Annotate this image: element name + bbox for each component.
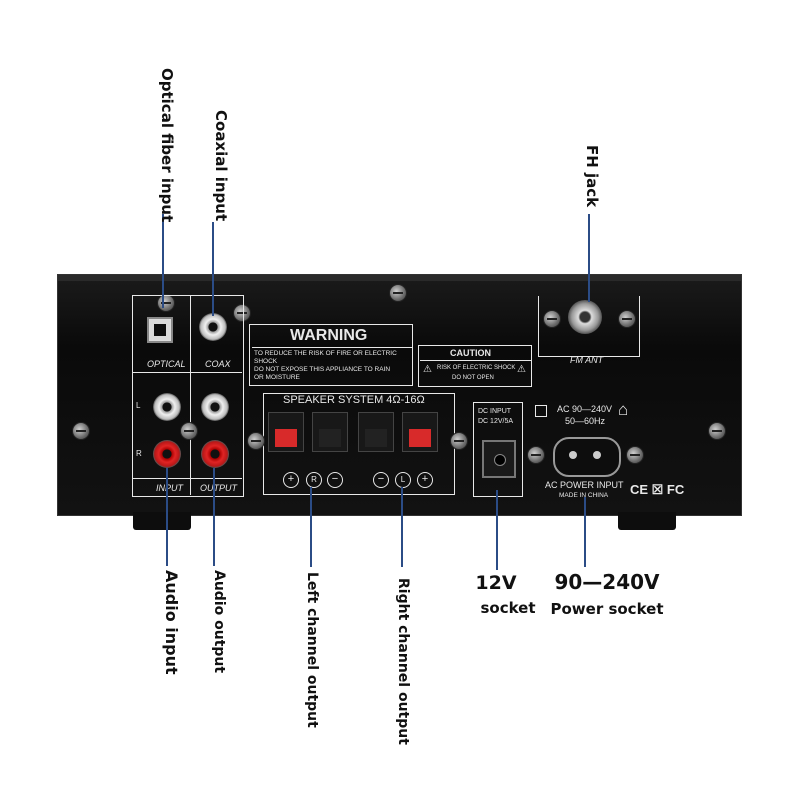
- callout-optical: Optical fiber input: [158, 68, 176, 223]
- label-output: OUTPUT: [200, 483, 237, 493]
- label-ac-spec-1: AC 90—240V: [557, 404, 613, 414]
- leader-power: [584, 497, 586, 567]
- speaker-screw-left: [247, 432, 265, 450]
- left-minus-terminal[interactable]: [312, 412, 348, 452]
- callout-power-line2: Power socket: [550, 600, 664, 618]
- left-foot: [133, 512, 191, 530]
- leader-12v: [496, 490, 498, 570]
- label-ch-r: R: [136, 449, 142, 458]
- label-speaker-system: SPEAKER SYSTEM 4Ω-16Ω: [283, 394, 425, 406]
- label-input: INPUT: [156, 483, 183, 493]
- right-channel-l-symbol: L: [395, 472, 411, 488]
- left-plus-terminal[interactable]: [268, 412, 304, 452]
- leader-audio-input: [166, 468, 168, 566]
- class-ii-symbol-icon: [535, 405, 547, 417]
- coax-screw: [233, 304, 251, 322]
- fm-screw-left: [543, 310, 561, 328]
- callout-audio-input: Audio input: [162, 570, 181, 675]
- left-channel-r-symbol: R: [306, 472, 322, 488]
- label-dc-input-1: DC INPUT: [478, 408, 512, 415]
- caution-title: CAUTION: [450, 348, 491, 358]
- io-box: [132, 295, 244, 497]
- callout-left-channel: Left channel output: [304, 572, 320, 728]
- leader-right-channel: [401, 487, 403, 567]
- ac-screw-right: [626, 446, 644, 464]
- io-divider-mid: [190, 295, 191, 495]
- io-divider-top: [132, 372, 242, 373]
- right-minus-terminal[interactable]: [358, 412, 394, 452]
- leader-coaxial: [212, 222, 214, 316]
- leader-optical: [162, 214, 164, 308]
- leader-left-channel: [310, 487, 312, 567]
- side-screw-left: [72, 422, 90, 440]
- optical-port[interactable]: [147, 317, 173, 343]
- optical-screw: [157, 294, 175, 312]
- warning-title: WARNING: [290, 327, 368, 344]
- caution-rule: [420, 360, 532, 361]
- callout-coaxial: Coaxial input: [212, 110, 230, 222]
- caution-triangle-left-icon: ⚠: [423, 364, 432, 375]
- dc-input-box: [473, 402, 523, 497]
- certification-marks: CE ☒ FC: [630, 482, 685, 497]
- label-ac-power-input: AC POWER INPUT: [545, 480, 624, 490]
- indoor-use-icon: ⌂: [618, 400, 629, 419]
- right-foot: [618, 512, 676, 530]
- leader-audio-output: [213, 468, 215, 566]
- caution-triangle-right-icon: ⚠: [517, 364, 526, 375]
- audio-output-right-jack[interactable]: [201, 440, 229, 468]
- warning-line-3: DO NOT EXPOSE THIS APPLIANCE TO RAIN: [254, 366, 391, 373]
- coax-port[interactable]: [199, 313, 227, 341]
- warning-rule: [252, 347, 412, 348]
- fm-ant-box: [538, 296, 640, 357]
- callout-power-line1: 90—240V: [554, 570, 660, 594]
- left-plus-symbol: +: [283, 472, 299, 488]
- callout-audio-output: Audio output: [211, 570, 227, 674]
- fm-antenna-jack[interactable]: [568, 300, 602, 334]
- audio-output-left-jack[interactable]: [201, 393, 229, 421]
- left-minus-symbol: −: [327, 472, 343, 488]
- top-screw: [389, 284, 407, 302]
- fm-screw-right: [618, 310, 636, 328]
- callout-fh-jack: FH jack: [583, 145, 601, 208]
- label-ac-spec-2: 50—60Hz: [565, 416, 606, 426]
- callout-right-channel: Right channel output: [395, 578, 411, 745]
- right-plus-terminal[interactable]: [402, 412, 438, 452]
- leader-fh-jack: [588, 214, 590, 302]
- warning-line-2: SHOCK: [254, 358, 278, 365]
- warning-line-1: TO REDUCE THE RISK OF FIRE OR ELECTRIC: [254, 350, 397, 357]
- side-screw-right: [708, 422, 726, 440]
- io-center-screw: [180, 422, 198, 440]
- right-plus-symbol: +: [417, 472, 433, 488]
- audio-input-right-jack[interactable]: [153, 440, 181, 468]
- caution-line-2: DO NOT OPEN: [452, 375, 494, 381]
- callout-12v-line2: socket: [480, 599, 536, 617]
- label-optical: OPTICAL: [147, 359, 186, 369]
- io-divider-bottom: [132, 478, 242, 479]
- warning-line-4: OR MOISTURE: [254, 374, 300, 381]
- label-coax: COAX: [205, 359, 231, 369]
- label-ch-l: L: [136, 401, 141, 410]
- callout-12v-line1: 12V: [475, 572, 517, 594]
- audio-input-left-jack[interactable]: [153, 393, 181, 421]
- ac-screw-left: [527, 446, 545, 464]
- panel-top-bevel: [58, 275, 741, 281]
- speaker-screw-right: [450, 432, 468, 450]
- caution-line-1: RISK OF ELECTRIC SHOCK: [437, 365, 516, 371]
- label-fm-ant: FM ANT: [570, 355, 604, 365]
- warning-box: [249, 324, 413, 386]
- label-dc-input-2: DC 12V/5A: [478, 418, 514, 425]
- label-made-in: MADE IN CHINA: [559, 492, 609, 499]
- right-minus-symbol: −: [373, 472, 389, 488]
- ac-power-socket[interactable]: [553, 437, 621, 477]
- caution-box: [418, 345, 532, 387]
- dc-socket[interactable]: [482, 440, 516, 478]
